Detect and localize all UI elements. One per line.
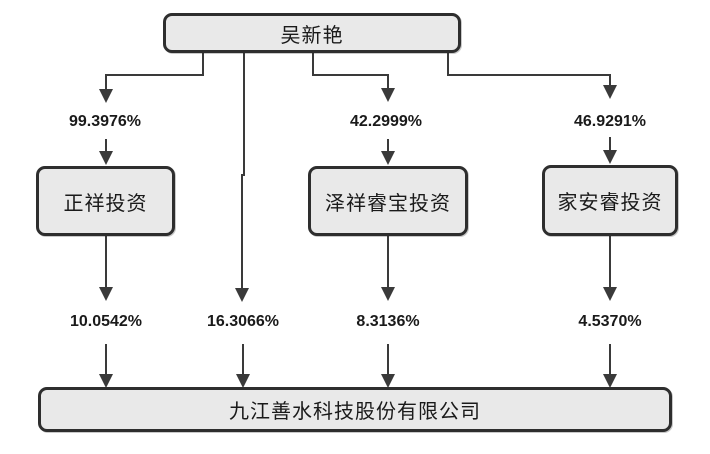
connector-pct-to-company-3 (381, 344, 395, 388)
ownership-percent-label: 99.3976% (68, 113, 142, 130)
connector-pct-to-jiaanrui-box (603, 137, 617, 164)
connector-pct-to-company-2 (236, 344, 250, 388)
ownership-percent-label: 10.0542% (69, 313, 143, 330)
connector-pct-to-company-1 (99, 344, 113, 388)
node-zhengxiang-investment: 正祥投资 (36, 166, 175, 236)
connector-jiaanrui-to-pct (603, 236, 617, 301)
connector-root-to-company-direct (235, 53, 249, 302)
node-jiaanrui-investment: 家安睿投资 (542, 165, 678, 236)
connector-root-to-zhengxiang (99, 53, 204, 103)
connector-zexiangruibao-to-pct (381, 236, 395, 301)
connector-pct-to-zhengxiang-box (99, 139, 113, 165)
connector-pct-to-zexiangruibao-box (381, 139, 395, 165)
node-jiujiang-shanshui-company: 九江善水科技股份有限公司 (38, 387, 672, 432)
node-label: 吴新艳 (280, 24, 344, 47)
connector-root-to-jiaanrui (447, 53, 617, 99)
connector-root-to-zexiangruibao (312, 53, 395, 102)
ownership-percent-label: 16.3066% (206, 313, 280, 330)
node-label: 泽祥睿宝投资 (325, 192, 451, 215)
node-zexiangruibao-investment: 泽祥睿宝投资 (308, 166, 468, 236)
ownership-percent-label: 4.5370% (578, 313, 642, 330)
ownership-percent-label: 46.9291% (573, 113, 647, 130)
connector-pct-to-company-4 (603, 344, 617, 388)
ownership-percent-label: 8.3136% (356, 313, 420, 330)
node-shareholder-root: 吴新艳 (163, 13, 461, 53)
node-label: 正祥投资 (63, 192, 148, 215)
node-label: 九江善水科技股份有限公司 (229, 401, 481, 423)
ownership-percent-label: 42.2999% (349, 113, 423, 130)
connector-zhengxiang-to-pct (99, 236, 113, 301)
node-label: 家安睿投资 (557, 192, 663, 214)
